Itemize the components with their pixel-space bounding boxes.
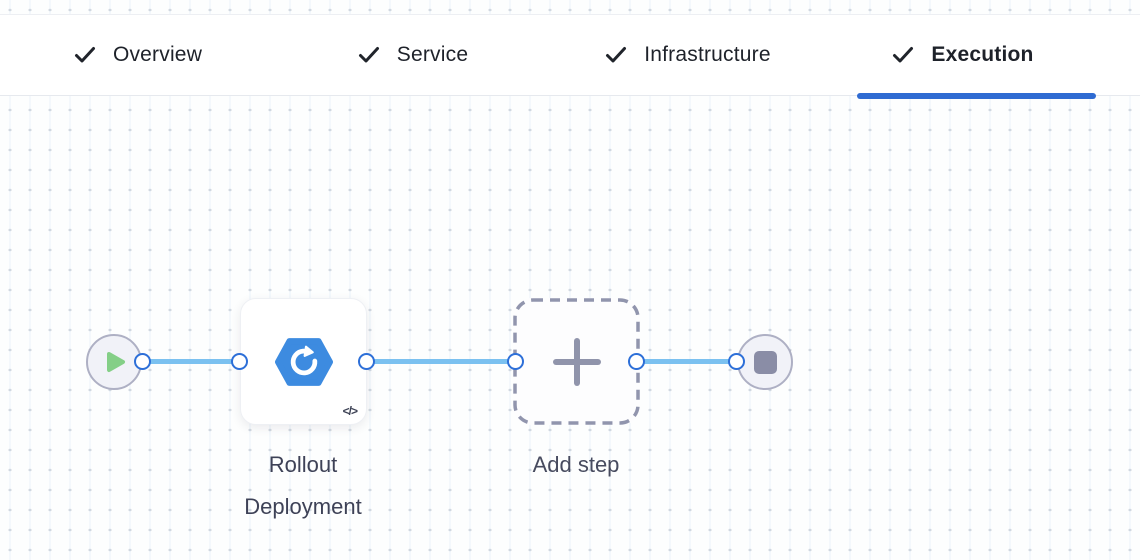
check-icon (891, 43, 915, 67)
add-step-node[interactable] (513, 298, 640, 425)
active-tab-underline (857, 93, 1096, 99)
add-step-label[interactable]: Add step (532, 452, 620, 477)
edge-step-to-addstep (365, 359, 519, 364)
port-addstep-out[interactable] (628, 353, 645, 370)
rollout-deployment-hexagon-icon (274, 337, 333, 386)
step-node-label: Rollout Deployment (244, 452, 362, 519)
check-icon (73, 43, 97, 67)
tab-overview[interactable]: Overview (0, 15, 275, 95)
code-icon[interactable]: </> (342, 404, 358, 418)
check-icon (357, 43, 381, 67)
edge-addstep-to-end (634, 359, 739, 364)
tab-execution-label: Execution (931, 43, 1034, 66)
port-step-in[interactable] (231, 353, 248, 370)
tab-service[interactable]: Service (275, 15, 550, 95)
port-addstep-in[interactable] (507, 353, 524, 370)
play-icon (107, 352, 125, 372)
port-start-out[interactable] (134, 353, 151, 370)
end-node[interactable] (737, 334, 793, 390)
check-icon (604, 43, 628, 67)
tab-infrastructure[interactable]: Infrastructure (550, 15, 825, 95)
stop-icon (753, 350, 777, 374)
tab-execution[interactable]: Execution (825, 15, 1100, 99)
tab-service-label: Service (396, 43, 469, 66)
start-node[interactable] (86, 334, 142, 390)
tab-infrastructure-label: Infrastructure (644, 43, 771, 66)
edge-start-to-step (141, 359, 242, 364)
stage-tabbar: Overview Service Infrastructure Executio… (0, 14, 1140, 99)
port-step-out[interactable] (358, 353, 375, 370)
plus-icon (552, 337, 601, 386)
step-node-rollout-deployment[interactable]: </> (240, 298, 367, 425)
port-end-in[interactable] (728, 353, 745, 370)
tab-overview-label: Overview (112, 43, 203, 66)
